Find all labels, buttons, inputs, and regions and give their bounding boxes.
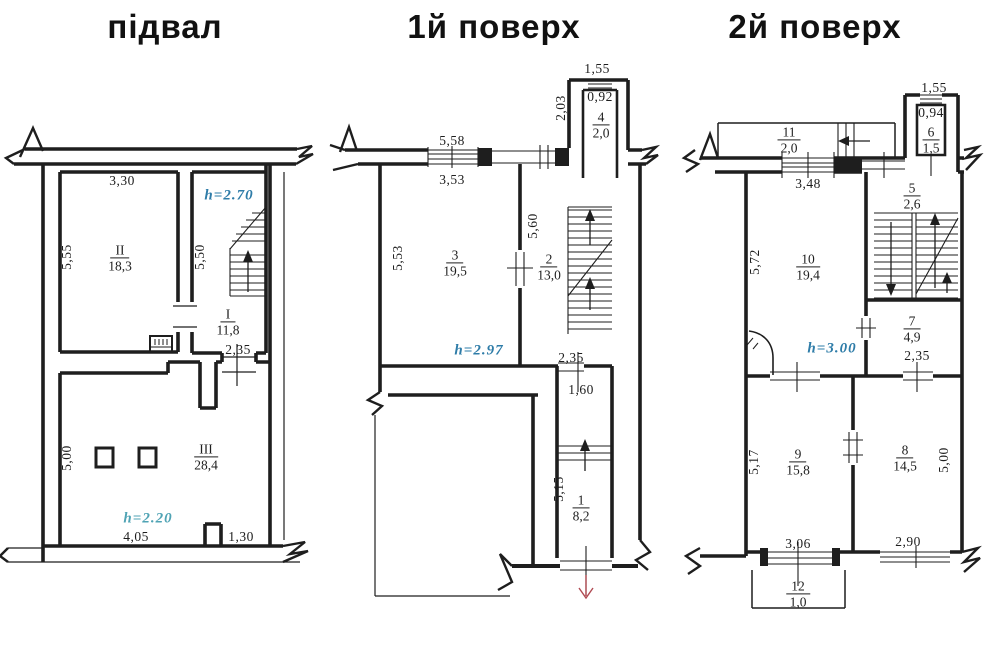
room-label: 10 19,4 [796,251,820,282]
room-area: 2,0 [592,125,610,141]
room-label: III 28,4 [194,441,218,472]
dim-label: 2,90 [895,534,921,549]
dim-label: 5,17 [746,449,761,475]
dim-label: 5,50 [192,244,207,270]
room-area: 1,0 [789,594,807,610]
room-label: II 18,3 [108,242,132,273]
room-area: 4,9 [903,329,921,345]
room-area: 18,3 [108,258,132,274]
height-label: h=2.20 [123,510,173,527]
room-label: 4 2,0 [593,109,610,140]
room-area: 19,5 [443,263,467,279]
dim-label: 1,55 [584,61,610,76]
dim-label: 3,48 [795,176,821,191]
room-number: 7 [903,313,921,330]
dim-label: 5,55 [59,244,74,270]
room-label: 7 4,9 [904,313,921,344]
room-number: 1 [572,492,590,509]
room-area: 11,8 [216,322,240,338]
dim-label: 5,00 [59,445,74,471]
plan-title-floor2: 2й поверх [728,8,902,45]
room-area: 19,4 [796,267,820,283]
dim-label: 5,60 [525,213,540,239]
dim-label: 3,53 [439,172,465,187]
room-number: 12 [786,578,810,595]
dim-label: 0,94 [918,105,944,120]
plan-floor2-walls [681,93,984,609]
room-label: I 11,8 [216,306,239,337]
room-area: 28,4 [194,457,218,473]
room-label: 6 1,5 [923,124,940,155]
room-label: 11 2,0 [777,124,801,156]
dim-label: 2,35 [904,348,930,363]
room-area: 15,8 [786,462,810,478]
room-label: 3 19,5 [443,247,467,278]
dim-label: 5,72 [747,249,762,275]
room-label: 9 15,8 [786,446,810,477]
room-label: 8 14,5 [893,442,917,473]
height-label: h=2.70 [204,187,254,204]
dim-label: 2,35 [558,350,584,365]
plan-floor1-walls [329,78,661,600]
room-number: III [194,441,218,458]
room-number: II [110,242,130,259]
dim-label: 2,03 [553,95,568,121]
dim-label: 5,15 [551,476,566,502]
room-number: 5 [903,180,921,197]
room-area: 2,0 [780,140,798,156]
room-number: 6 [922,124,940,141]
dim-label: 1,55 [921,80,947,95]
room-label: 5 2,6 [904,180,921,211]
room-number: 3 [446,247,464,264]
room-area: 8,2 [572,508,590,524]
dim-label: 2,35 [225,342,251,357]
dim-label: 0,92 [587,89,613,104]
height-label: h=3.00 [807,340,857,357]
dim-label: 1,30 [228,529,254,544]
room-label: 2 13,0 [537,251,561,282]
plan-title-floor1: 1й поверх [407,8,581,45]
room-area: 14,5 [893,458,917,474]
room-number: 10 [796,251,820,268]
room-number: 9 [789,446,807,463]
dim-label: 5,58 [439,133,465,148]
dim-label: 5,00 [936,447,951,473]
room-label: 1 8,2 [573,492,590,523]
room-number: 2 [540,251,558,268]
height-label: h=2.97 [454,342,504,359]
room-label: 12 1,0 [786,578,810,610]
dim-label: 3,06 [785,536,811,551]
room-area: 2,6 [903,196,921,212]
dim-label: 5,53 [390,245,405,271]
dim-label: 1,60 [568,382,594,397]
room-area: 13,0 [537,267,561,283]
room-number: 11 [777,124,801,141]
dim-label: 4,05 [123,529,149,544]
room-number: I [220,306,236,323]
room-area: 1,5 [922,140,940,156]
room-number: 8 [896,442,914,459]
plan-basement-walls [0,125,314,564]
room-number: 4 [592,109,610,126]
plan-title-basement: підвал [107,8,223,45]
dim-label: 3,30 [109,173,135,188]
